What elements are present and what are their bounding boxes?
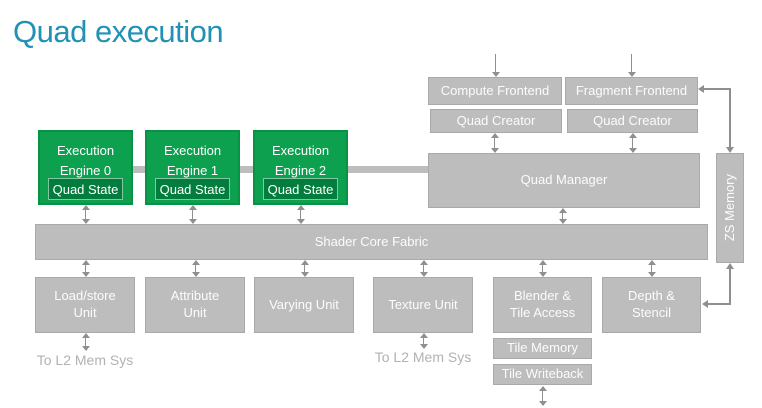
zs-depth-connector-v [729, 268, 731, 304]
arrowhead-into-fragment-frontend [698, 85, 704, 93]
arrow-quad-creator-right-manager [628, 133, 637, 153]
arrow-texture-l2 [419, 333, 428, 349]
execution-engine-2-box: Execution Engine 2 Quad State [253, 130, 348, 205]
texture-unit-box: Texture Unit [373, 277, 473, 333]
arrow-tile-writeback-out [538, 386, 547, 406]
compute-frontend-box: Compute Frontend [428, 77, 562, 105]
quad-creator-left-box: Quad Creator [430, 109, 562, 133]
quad-state-2-box: Quad State [263, 178, 338, 200]
arrow-into-compute-frontend [491, 54, 500, 77]
execution-engine-1-label: Execution Engine 1 [163, 143, 222, 179]
tile-writeback-box: Tile Writeback [493, 364, 592, 385]
page-title: Quad execution [13, 14, 224, 49]
arrowhead-into-depth-stencil [702, 300, 708, 308]
arrowhead-into-zs-memory-top [726, 147, 734, 153]
arrow-fabric-attribute [191, 260, 200, 277]
varying-unit-box: Varying Unit [254, 277, 354, 333]
arrow-engine1-fabric [188, 205, 197, 224]
zs-fragment-connector-v [729, 88, 731, 148]
to-l2-mem-sys-right-label: To L2 Mem Sys [374, 349, 472, 365]
arrow-into-fragment-frontend [627, 54, 636, 77]
execution-engine-1-box: Execution Engine 1 Quad State [145, 130, 240, 205]
arrow-engine2-fabric [296, 205, 305, 224]
arrow-fabric-load-store [81, 260, 90, 277]
arrow-load-store-l2 [81, 333, 90, 351]
execution-engine-0-box: Execution Engine 0 Quad State [38, 130, 133, 205]
zs-depth-connector-h [708, 303, 731, 305]
execution-engine-0-label: Execution Engine 0 [56, 143, 115, 179]
shader-core-fabric-box: Shader Core Fabric [35, 224, 708, 260]
zs-memory-label: ZS Memory [721, 174, 737, 242]
quad-manager-box: Quad Manager [428, 153, 700, 208]
depth-stencil-box: Depth & Stencil [602, 277, 701, 333]
quad-state-1-box: Quad State [155, 178, 230, 200]
load-store-unit-box: Load/store Unit [35, 277, 135, 333]
arrow-fabric-depth-stencil [647, 260, 656, 277]
to-l2-mem-sys-left-label: To L2 Mem Sys [36, 352, 134, 368]
quad-creator-right-box: Quad Creator [567, 109, 698, 133]
zs-memory-box: ZS Memory [716, 153, 744, 263]
attribute-unit-box: Attribute Unit [145, 277, 245, 333]
quad-state-0-box: Quad State [48, 178, 123, 200]
arrow-fabric-texture [419, 260, 428, 277]
arrow-fabric-varying [300, 260, 309, 277]
arrow-fabric-blender [538, 260, 547, 277]
tile-memory-box: Tile Memory [493, 338, 592, 359]
fragment-frontend-box: Fragment Frontend [565, 77, 698, 105]
arrow-quad-manager-fabric [558, 208, 567, 224]
blender-tile-access-box: Blender & Tile Access [493, 277, 592, 333]
arrow-engine0-fabric [81, 205, 90, 224]
execution-engine-2-label: Execution Engine 2 [271, 143, 330, 179]
arrow-quad-creator-left-manager [490, 133, 499, 153]
arrowhead-into-zs-memory-bottom [726, 263, 734, 269]
zs-fragment-connector-h [704, 88, 731, 90]
